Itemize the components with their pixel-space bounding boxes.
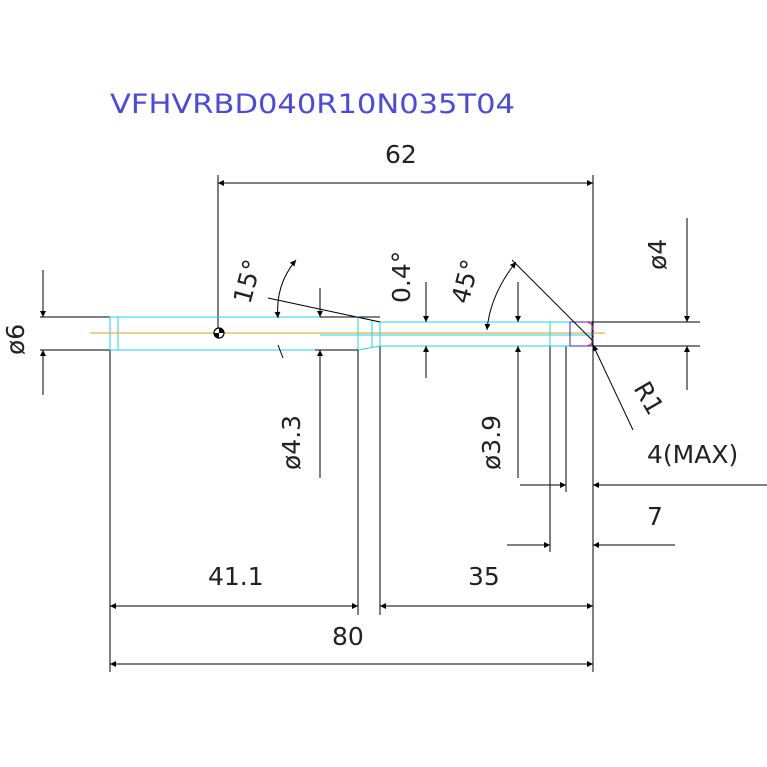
tool-outline: [40, 175, 700, 672]
dia-3-9-label: ø3.9: [477, 415, 506, 470]
dim-41-1-label: 41.1: [208, 562, 264, 591]
dia-6-label: ø6: [1, 324, 30, 355]
dim-80-label: 80: [332, 622, 364, 651]
dim-62-label: 62: [385, 140, 417, 169]
dia-4-3-label: ø4.3: [277, 415, 306, 470]
angle-0-4-label: 0.4°: [387, 251, 416, 303]
corner-radius-detail: [569, 321, 594, 347]
angle-45-label: 45°: [446, 256, 485, 306]
angle-15-label: 15°: [228, 256, 267, 306]
dimension-lines: [40, 180, 767, 667]
radius-r1-label: R1: [628, 377, 670, 420]
dim-35-label: 35: [468, 562, 500, 591]
drawing-title: VFHVRBD040R10N035T04: [110, 89, 515, 120]
dia-4-label: ø4: [643, 239, 672, 270]
origin-point: [213, 327, 225, 339]
max-note-label: 4(MAX): [647, 440, 738, 469]
dim-7-label: 7: [647, 502, 663, 531]
